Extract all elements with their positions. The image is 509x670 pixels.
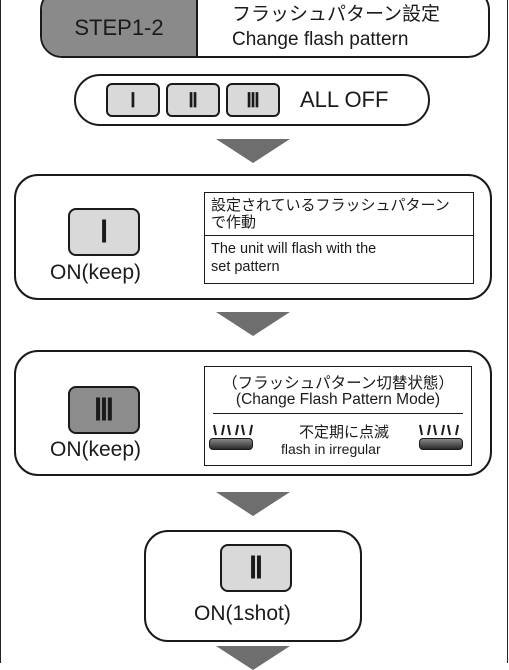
- switch-1-key: Ⅰ: [106, 83, 160, 117]
- down-arrow-1: [216, 139, 290, 163]
- all-off-row: Ⅰ Ⅱ Ⅲ ALL OFF: [74, 74, 430, 126]
- flash-rays-icon: [213, 424, 253, 436]
- state-label: ON(1shot): [194, 602, 291, 625]
- down-arrow-4: [216, 646, 290, 670]
- state-label: ON(keep): [50, 261, 142, 284]
- divider: [205, 235, 473, 236]
- stage-switch-3-on: Ⅲ ON(keep) （フラッシュパターン切替状態） (Change Flash…: [14, 350, 492, 476]
- state-label: ON(keep): [50, 438, 142, 461]
- description-en-line2: set pattern: [211, 259, 280, 275]
- down-arrow-2: [216, 312, 290, 336]
- left-frame-line: [0, 0, 1, 663]
- all-off-label: ALL OFF: [300, 87, 389, 112]
- mode-en: (Change Flash Pattern Mode): [235, 391, 441, 408]
- title-en: Change flash pattern: [232, 29, 409, 50]
- description-box: 設定されているフラッシュパターン で作動 The unit will flash…: [204, 192, 474, 284]
- down-arrow-3: [216, 492, 290, 516]
- stage-switch-1-on: Ⅰ ON(keep) 設定されているフラッシュパターン で作動 The unit…: [14, 174, 492, 300]
- mode-box: （フラッシュパターン切替状態） (Change Flash Pattern Mo…: [204, 366, 472, 466]
- switch-2-key: Ⅱ: [166, 83, 220, 117]
- step-header: STEP1-2 フラッシュパターン設定 Change flash pattern: [40, 0, 490, 58]
- switch-3-key: Ⅲ: [226, 83, 280, 117]
- step-titles: フラッシュパターン設定 Change flash pattern: [198, 0, 488, 56]
- irregular-flash-en: flash in irregular: [281, 441, 381, 457]
- divider: [213, 413, 463, 414]
- irregular-flash-jp: 不定期に点滅: [299, 424, 390, 441]
- switch-1-key: Ⅰ: [68, 208, 140, 256]
- step-tag: STEP1-2: [42, 0, 198, 56]
- switch-3-key: Ⅲ: [68, 386, 140, 434]
- description-jp-line1: 設定されているフラッシュパターン: [211, 197, 450, 214]
- description-en-line1: The unit will flash with the: [211, 241, 377, 257]
- title-jp: フラッシュパターン設定: [232, 4, 441, 25]
- flash-rays-icon: [419, 424, 459, 436]
- stage-switch-2-on: Ⅱ ON(1shot): [144, 530, 362, 642]
- right-frame-line: [507, 0, 508, 663]
- lamp-right-icon: [419, 438, 463, 450]
- switch-2-key: Ⅱ: [220, 544, 292, 592]
- description-jp-line2: で作動: [211, 214, 257, 231]
- mode-jp: （フラッシュパターン切替状態）: [222, 375, 454, 392]
- lamp-left-icon: [209, 438, 253, 450]
